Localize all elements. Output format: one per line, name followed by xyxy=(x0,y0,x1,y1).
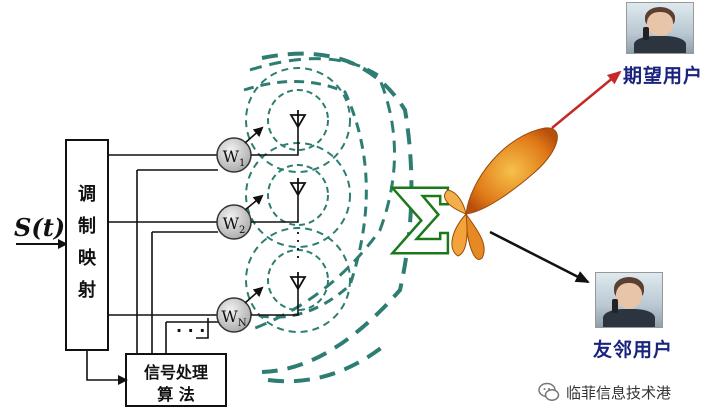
photo-body xyxy=(633,36,687,53)
main-lobe xyxy=(465,127,558,215)
wave-ring xyxy=(267,164,329,226)
phone-icon xyxy=(611,298,619,313)
processor-label-line1: 信号处理 xyxy=(144,363,208,382)
input-signal-label: S(t) xyxy=(14,213,65,242)
radiation-pattern xyxy=(444,127,558,260)
ellipsis: · · · xyxy=(176,321,205,340)
photo-body xyxy=(602,308,656,327)
phone-icon xyxy=(642,27,650,40)
weight-base: W xyxy=(223,147,240,166)
photo-face xyxy=(646,12,674,36)
modulator-char: 制 xyxy=(78,216,96,237)
wave-front-large xyxy=(243,79,368,319)
weight-sub: 1 xyxy=(239,158,245,169)
weight-sub: 2 xyxy=(239,225,245,236)
wire xyxy=(196,318,209,339)
wave-ring xyxy=(245,227,351,333)
desired-user-label: 期望用户 xyxy=(623,65,704,87)
weight-arrow xyxy=(244,194,264,211)
weight-label: WN xyxy=(221,307,246,329)
feed-line xyxy=(251,194,299,223)
processor-label-line2: 算 法 xyxy=(157,385,195,404)
weight-base: W xyxy=(223,214,240,233)
weight-label: W2 xyxy=(223,214,246,236)
wiring xyxy=(86,154,218,385)
side-lobe xyxy=(465,212,485,260)
arrow-to-neighbor-user xyxy=(489,230,590,284)
antenna-icon xyxy=(289,178,307,197)
photo-face xyxy=(615,282,643,309)
watermark-text: 临菲信息技术港 xyxy=(566,383,672,402)
side-lobe xyxy=(451,212,468,257)
wave-ring xyxy=(245,67,351,173)
weight-base: W xyxy=(221,307,238,326)
weight-arrow xyxy=(244,126,264,144)
desired-user-photo xyxy=(626,2,694,54)
weight-label: W1 xyxy=(223,147,246,169)
modulator-char: 映 xyxy=(78,247,97,269)
feed-line xyxy=(251,288,299,316)
arrow-to-desired-user xyxy=(551,70,622,129)
weight-w1: W1 xyxy=(216,137,252,173)
sum-symbol: Σ xyxy=(392,172,453,273)
wire xyxy=(86,350,128,385)
weight-w2: W2 xyxy=(216,204,252,240)
wechat-icon xyxy=(538,382,560,401)
modulator-box xyxy=(65,139,109,351)
neighbor-user-photo xyxy=(595,272,663,328)
antenna-icon xyxy=(289,110,307,129)
antenna-array xyxy=(289,110,307,291)
weight-sub: N xyxy=(238,318,247,329)
antenna-icon xyxy=(289,272,307,291)
neighbor-user-label: 友邻用户 xyxy=(593,339,674,361)
wave-front-large xyxy=(261,51,414,374)
side-lobe xyxy=(444,189,467,215)
modulator-label: 调 制 映 射 xyxy=(77,184,97,301)
modulator-char: 调 xyxy=(78,184,96,205)
modulator-char: 射 xyxy=(77,279,96,301)
weight-wn: WN xyxy=(216,297,252,333)
wave-ring xyxy=(267,89,329,151)
weight-to-antenna xyxy=(244,126,299,316)
wave-front-large xyxy=(249,57,396,332)
wave-front-large xyxy=(267,343,387,384)
watermark: 临菲信息技术港 xyxy=(538,381,671,403)
feed-line xyxy=(251,126,299,156)
wavefronts xyxy=(243,51,414,384)
weight-arrow xyxy=(244,286,264,304)
